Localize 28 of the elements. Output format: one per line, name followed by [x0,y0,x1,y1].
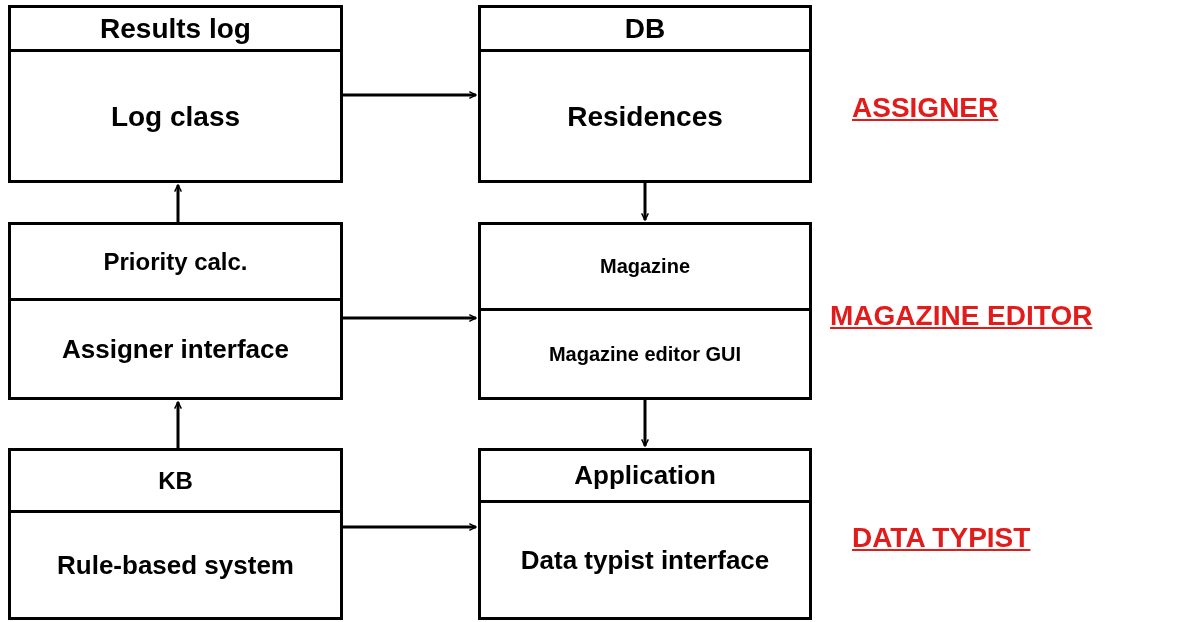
arrow [173,401,183,448]
box-text: Residences [567,99,723,134]
box-heading: Priority calc. [103,246,248,277]
box-text: Rule-based system [57,548,294,582]
box-heading: DB [624,12,666,46]
role-label: ASSIGNER [852,92,999,124]
component-box [8,448,343,620]
box-text: Assigner interface [62,332,289,366]
box-text: Data typist interface [520,543,770,577]
component-box [478,5,812,183]
arrow [640,183,650,221]
component-box [8,222,343,400]
component-box [8,5,343,183]
box-heading: Results log [100,12,251,46]
box-heading: Application [574,459,716,492]
box-heading: Magazine [600,254,690,279]
component-box [478,448,812,620]
arrow [343,313,477,323]
box-text: Magazine editor GUI [548,341,742,367]
component-box [478,222,812,400]
arrow [343,522,477,532]
role-label: DATA TYPIST [852,522,1031,554]
role-label: MAGAZINE EDITOR [830,300,1093,332]
arrow [640,400,650,447]
arrow [173,184,183,222]
box-text: Log class [110,99,241,134]
box-heading: KB [158,465,193,496]
arrow [343,90,477,100]
